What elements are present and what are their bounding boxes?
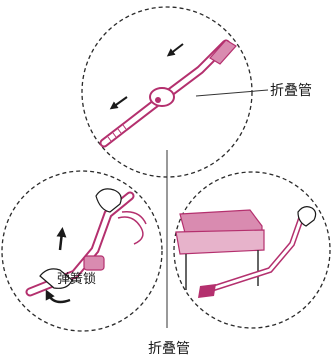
fold-tube-label-bottom: 折叠管 bbox=[148, 341, 190, 357]
fold-tube-label-top: 折叠管 bbox=[270, 83, 312, 99]
arrow-rotate-icon bbox=[45, 289, 71, 304]
top-detail-circle bbox=[81, 6, 253, 178]
bottom-right-detail-circle bbox=[173, 171, 331, 329]
arrow-up-icon bbox=[56, 227, 67, 251]
arrow-up-left-icon bbox=[166, 43, 184, 57]
spring-lock-label: 弹簧锁 bbox=[57, 272, 97, 287]
leader-line-top bbox=[195, 89, 269, 97]
arrow-down-left-icon bbox=[109, 96, 128, 110]
bottom-left-detail-circle bbox=[1, 170, 163, 332]
